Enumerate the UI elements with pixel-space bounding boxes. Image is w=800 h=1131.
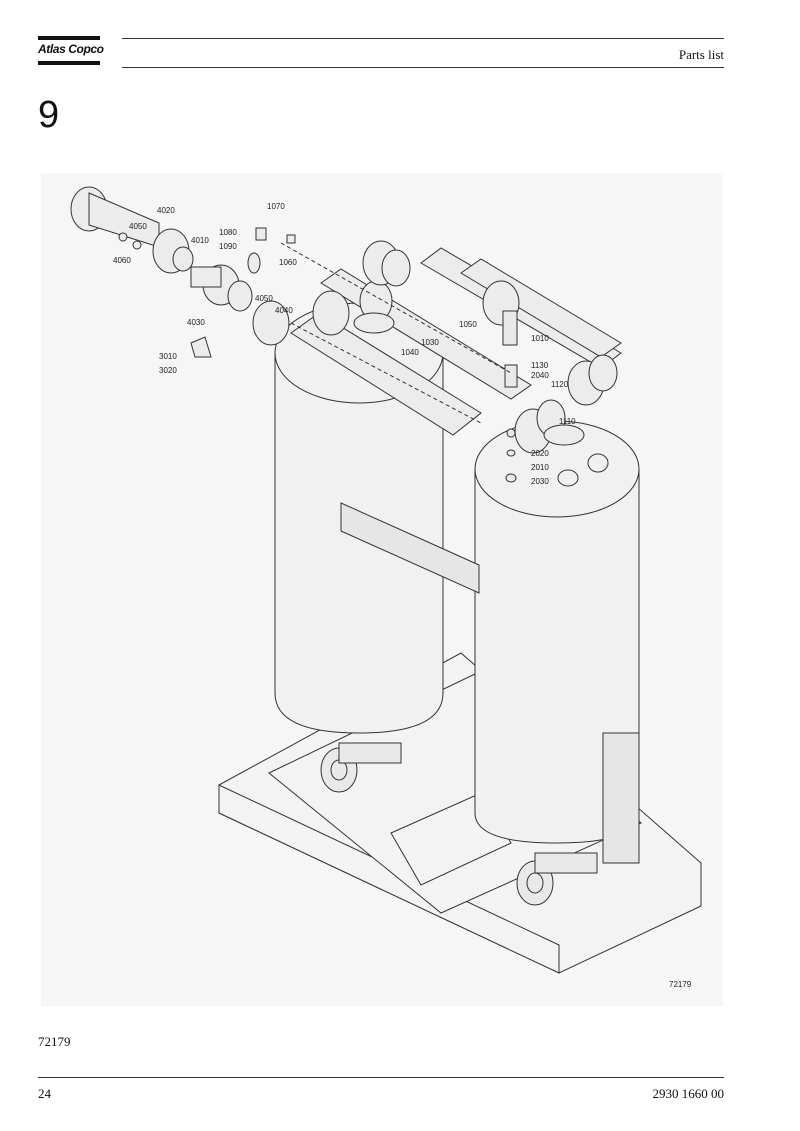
logo-text: Atlas Copco (38, 42, 104, 56)
header-rule-top (122, 38, 724, 39)
figure-caption: 72179 (38, 1034, 71, 1049)
callout-label: 1090 (219, 242, 237, 251)
callout-label: 1010 (531, 334, 549, 343)
callout-label: 1040 (401, 348, 419, 357)
callout-label: 2030 (531, 477, 549, 486)
callout-label: 2020 (531, 449, 549, 458)
valve-parts (502, 310, 518, 483)
header-rule-bottom (122, 67, 724, 68)
right-vessel (474, 420, 640, 844)
callout-label: 2040 (531, 371, 549, 380)
callout-label: 4020 (157, 206, 175, 215)
drawing-number: 72179 (669, 980, 692, 989)
callout-label: 4030 (187, 318, 205, 327)
callout-label: 1070 (267, 202, 285, 211)
callout-label: 1050 (459, 320, 477, 329)
section-number: 9 (38, 94, 60, 136)
exploded-view-drawing: 4020 4050 4010 4060 4030 4050 4040 1070 … (41, 173, 723, 1006)
callout-label: 1060 (279, 258, 297, 267)
callout-label: 1130 (531, 361, 549, 370)
upper-piping (290, 240, 622, 454)
document-number: 2930 1660 00 (652, 1086, 725, 1101)
page-number: 24 (38, 1086, 51, 1101)
callout-label: 3020 (159, 366, 177, 375)
callout-label: 1080 (219, 228, 237, 237)
callout-label: 4050 (129, 222, 147, 231)
page-header-title: Parts list (678, 47, 724, 62)
logo-bar-bottom (38, 61, 100, 65)
drawing-svg: 4020 4050 4010 4060 4030 4050 4040 1070 … (70, 186, 702, 989)
explode-lines (280, 242, 512, 424)
callout-label: 1120 (551, 380, 569, 389)
callout-label: 3010 (159, 352, 177, 361)
callout-label: 1030 (421, 338, 439, 347)
callout-label: 2010 (531, 463, 549, 472)
footer-rule (38, 1077, 724, 1078)
atlas-copco-logo: Atlas Copco (38, 36, 104, 68)
logo-bar-top (38, 36, 100, 40)
lower-piping (320, 742, 598, 906)
callout-labels: 4020 4050 4010 4060 4030 4050 4040 1070 … (113, 202, 692, 989)
callout-label: 4010 (191, 236, 209, 245)
callout-label: 1110 (559, 417, 576, 426)
cross-brace (340, 502, 640, 864)
callout-label: 4050 (255, 294, 273, 303)
exploded-inlet-parts (70, 186, 296, 358)
callout-label: 4040 (275, 306, 293, 315)
callout-label: 4060 (113, 256, 131, 265)
